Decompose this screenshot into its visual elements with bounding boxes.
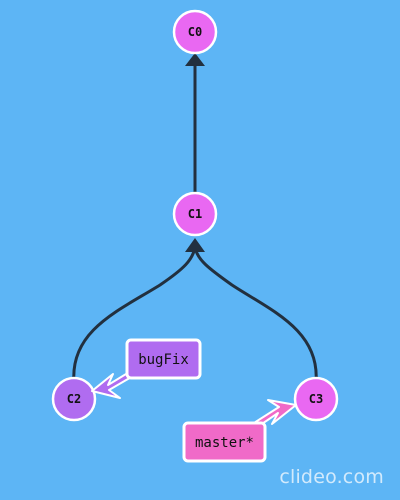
commit-label-c2: C2	[67, 392, 81, 406]
commit-c1[interactable]: C1	[172, 191, 218, 237]
arrowhead-c1	[185, 238, 205, 252]
watermark: clideo.com	[279, 466, 384, 488]
branch-master-tag	[182, 421, 267, 463]
edge-c2-to-c1	[72, 247, 197, 383]
edge-c3-to-c1	[193, 247, 318, 383]
commit-c0[interactable]: C0	[172, 9, 218, 55]
branch-master[interactable]: master*	[182, 399, 297, 463]
branch-bugfix-label: bugFix	[138, 352, 189, 368]
branch-bugfix-tag	[125, 338, 202, 380]
commit-label-c0: C0	[188, 25, 202, 39]
branch-master-label: master*	[195, 435, 254, 451]
arrowhead-c0	[185, 53, 205, 66]
commit-c2[interactable]: C2	[51, 376, 97, 422]
commit-label-c3: C3	[309, 392, 323, 406]
commit-label-c1: C1	[188, 207, 202, 221]
commit-c3[interactable]: C3	[293, 376, 339, 422]
branch-bugfix[interactable]: bugFix	[91, 338, 202, 399]
